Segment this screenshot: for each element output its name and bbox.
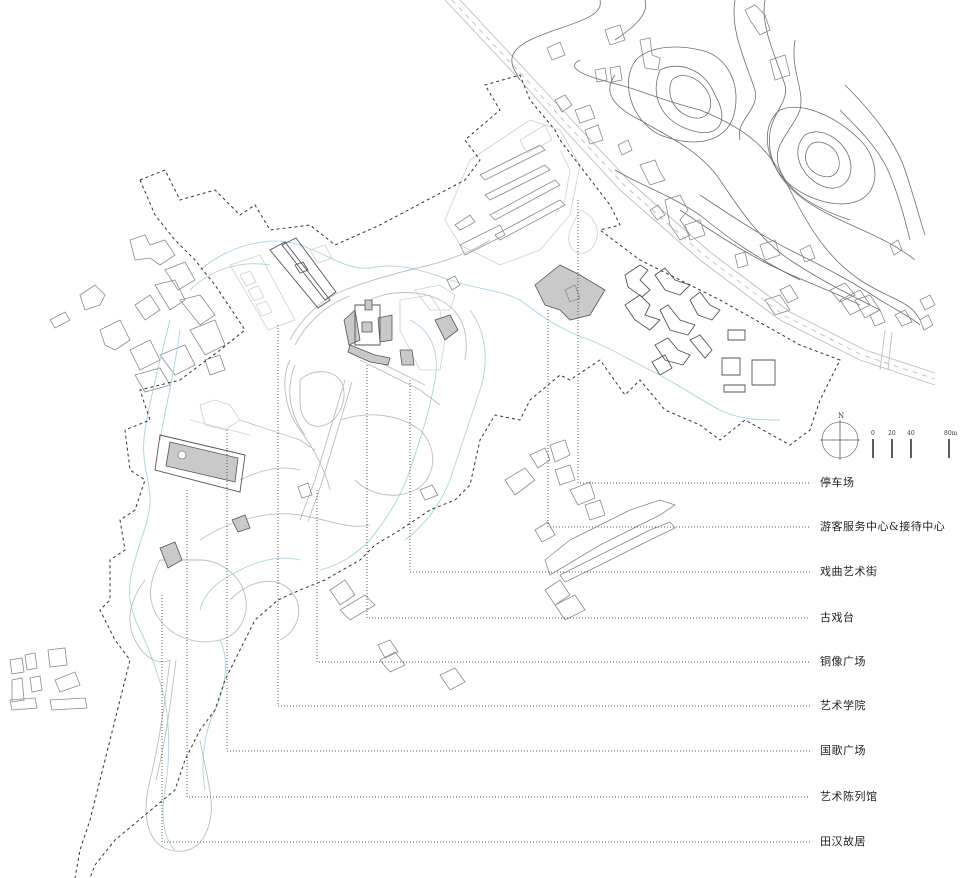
label-opera-art-street: 戏曲艺术街 [820,565,878,578]
site-boundary [74,74,841,878]
parking-lot [444,119,598,266]
village-buildings-south [329,439,676,691]
leader-lines [161,200,810,843]
label-bronze-statue-plaza: 铜像广场 [820,655,866,668]
scale-tick-40: 40 [907,430,915,437]
label-visitor-center: 游客服务中心&接待中心 [820,520,946,533]
label-parking: 停车场 [820,476,855,489]
residential-blocks-east [624,264,776,393]
north-arrow-icon [820,420,860,460]
label-tian-han-former-residence: 田汉故居 [820,835,866,848]
village-buildings-southwest [9,647,88,711]
art-gallery-building [154,399,251,493]
opera-complex-buildings [343,275,461,371]
small-feature-buildings [159,482,313,569]
visitor-center-building [534,264,606,321]
main-road [444,0,936,386]
village-buildings-northeast [546,4,936,331]
village-buildings-west [49,234,226,393]
north-label: N [838,412,845,420]
art-academy-buildings [229,237,337,331]
park-paths [129,239,491,852]
scale-tick-80m: 80m [944,430,958,437]
terrain-contours [511,0,926,326]
scale-bar-icon [872,439,950,458]
label-ancient-stage: 古戏台 [820,611,855,624]
label-art-academy: 艺术学院 [820,699,866,712]
scale-tick-20: 20 [888,430,896,437]
water-features [129,240,781,851]
label-art-gallery: 艺术陈列馆 [820,790,878,803]
label-national-anthem-plaza: 国歌广场 [820,744,866,757]
scale-tick-0: 0 [871,430,875,437]
